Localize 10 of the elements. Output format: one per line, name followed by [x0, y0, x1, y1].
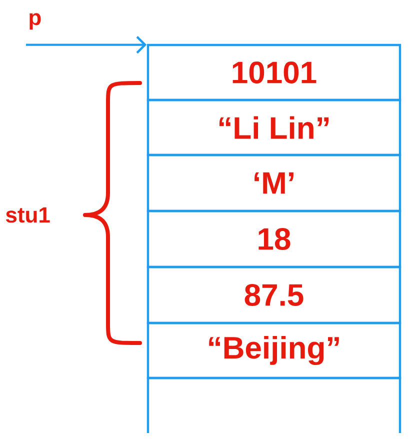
memory-cell: “Beijing” — [146, 322, 402, 380]
memory-cell: 87.5 — [146, 266, 402, 324]
memory-cell: ‘M’ — [146, 154, 402, 212]
pointer-arrow — [26, 36, 147, 54]
memory-cell: 10101 — [146, 44, 402, 102]
pointer-name: p — [30, 13, 41, 30]
memory-cell: 18 — [146, 210, 402, 268]
memory-cell: “Li Lin” — [146, 98, 402, 156]
brace-label: stu1 — [6, 207, 50, 223]
memory-cell — [146, 376, 402, 433]
